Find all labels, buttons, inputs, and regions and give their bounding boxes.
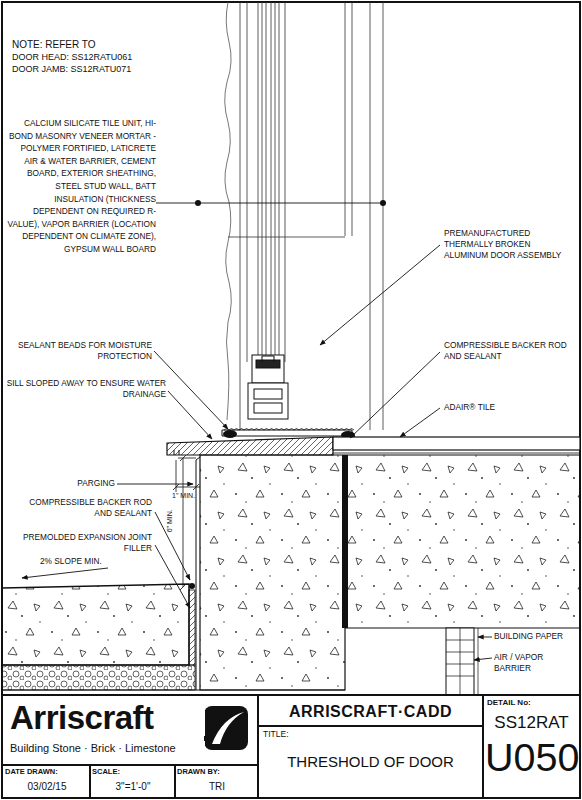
title-block-value: 03/02/15 [5,780,89,794]
note-text: DOOR HEAD: SS12RATU061 [12,51,192,63]
callout-text: COMPRESSIBLE BACKER ROD AND SEALANT [18,497,152,519]
drawing-title: THRESHOLD OF DOOR [260,752,481,772]
title-block-heading: DETAIL No: [487,698,577,709]
callout-text: SEALANT BEADS FOR MOISTURE PROTECTION [18,340,152,362]
callout-text: PREMANUFACTURED THERMALLY BROKEN ALUMINU… [444,228,576,262]
callout-text: 2% SLOPE MIN. [40,556,120,567]
title-block-heading: TITLE: [263,729,323,740]
title-block-value: 3"=1'-0" [92,780,174,794]
callout-text: PARGING [40,478,115,489]
detail-number: U050 [485,736,578,779]
title-block-heading: SCALE: [92,767,174,777]
callout-text: CALCIUM SILICATE TILE UNIT, HI-BOND MASO… [6,117,156,256]
callout-text: PREMOLDED EXPANSION JOINT FILLER [18,532,152,554]
note-text: DOOR JAMB: SS12RATU071 [12,63,192,75]
callout-text: COMPRESSIBLE BACKER ROD AND SEALANT [444,340,576,362]
brand-tagline: Building Stone · Brick · Limestone [10,741,205,756]
callout-text: SILL SLOPED AWAY TO ENSURE WATER DRAINAG… [4,378,166,400]
title-block-text: ARRISCRAFT·CADD [260,701,481,723]
title-block-heading: DATE DRAWN: [5,767,89,777]
dimension-text: 1" MIN. [172,491,202,500]
brand-name: Arriscraft [10,700,205,736]
title-block-value: TRI [177,780,257,794]
callout-text: ADAIR® TILE [444,402,576,413]
detail-number: SS12RAT [485,712,578,735]
callout-text: BUILDING PAPER [494,631,578,642]
note-text: NOTE: REFER TO [12,38,192,52]
dimension-text: 6" MIN. [165,501,174,541]
callout-text: AIR / VAPOR BARRIER [494,652,578,674]
title-block-heading: DRAWN BY: [177,767,257,777]
